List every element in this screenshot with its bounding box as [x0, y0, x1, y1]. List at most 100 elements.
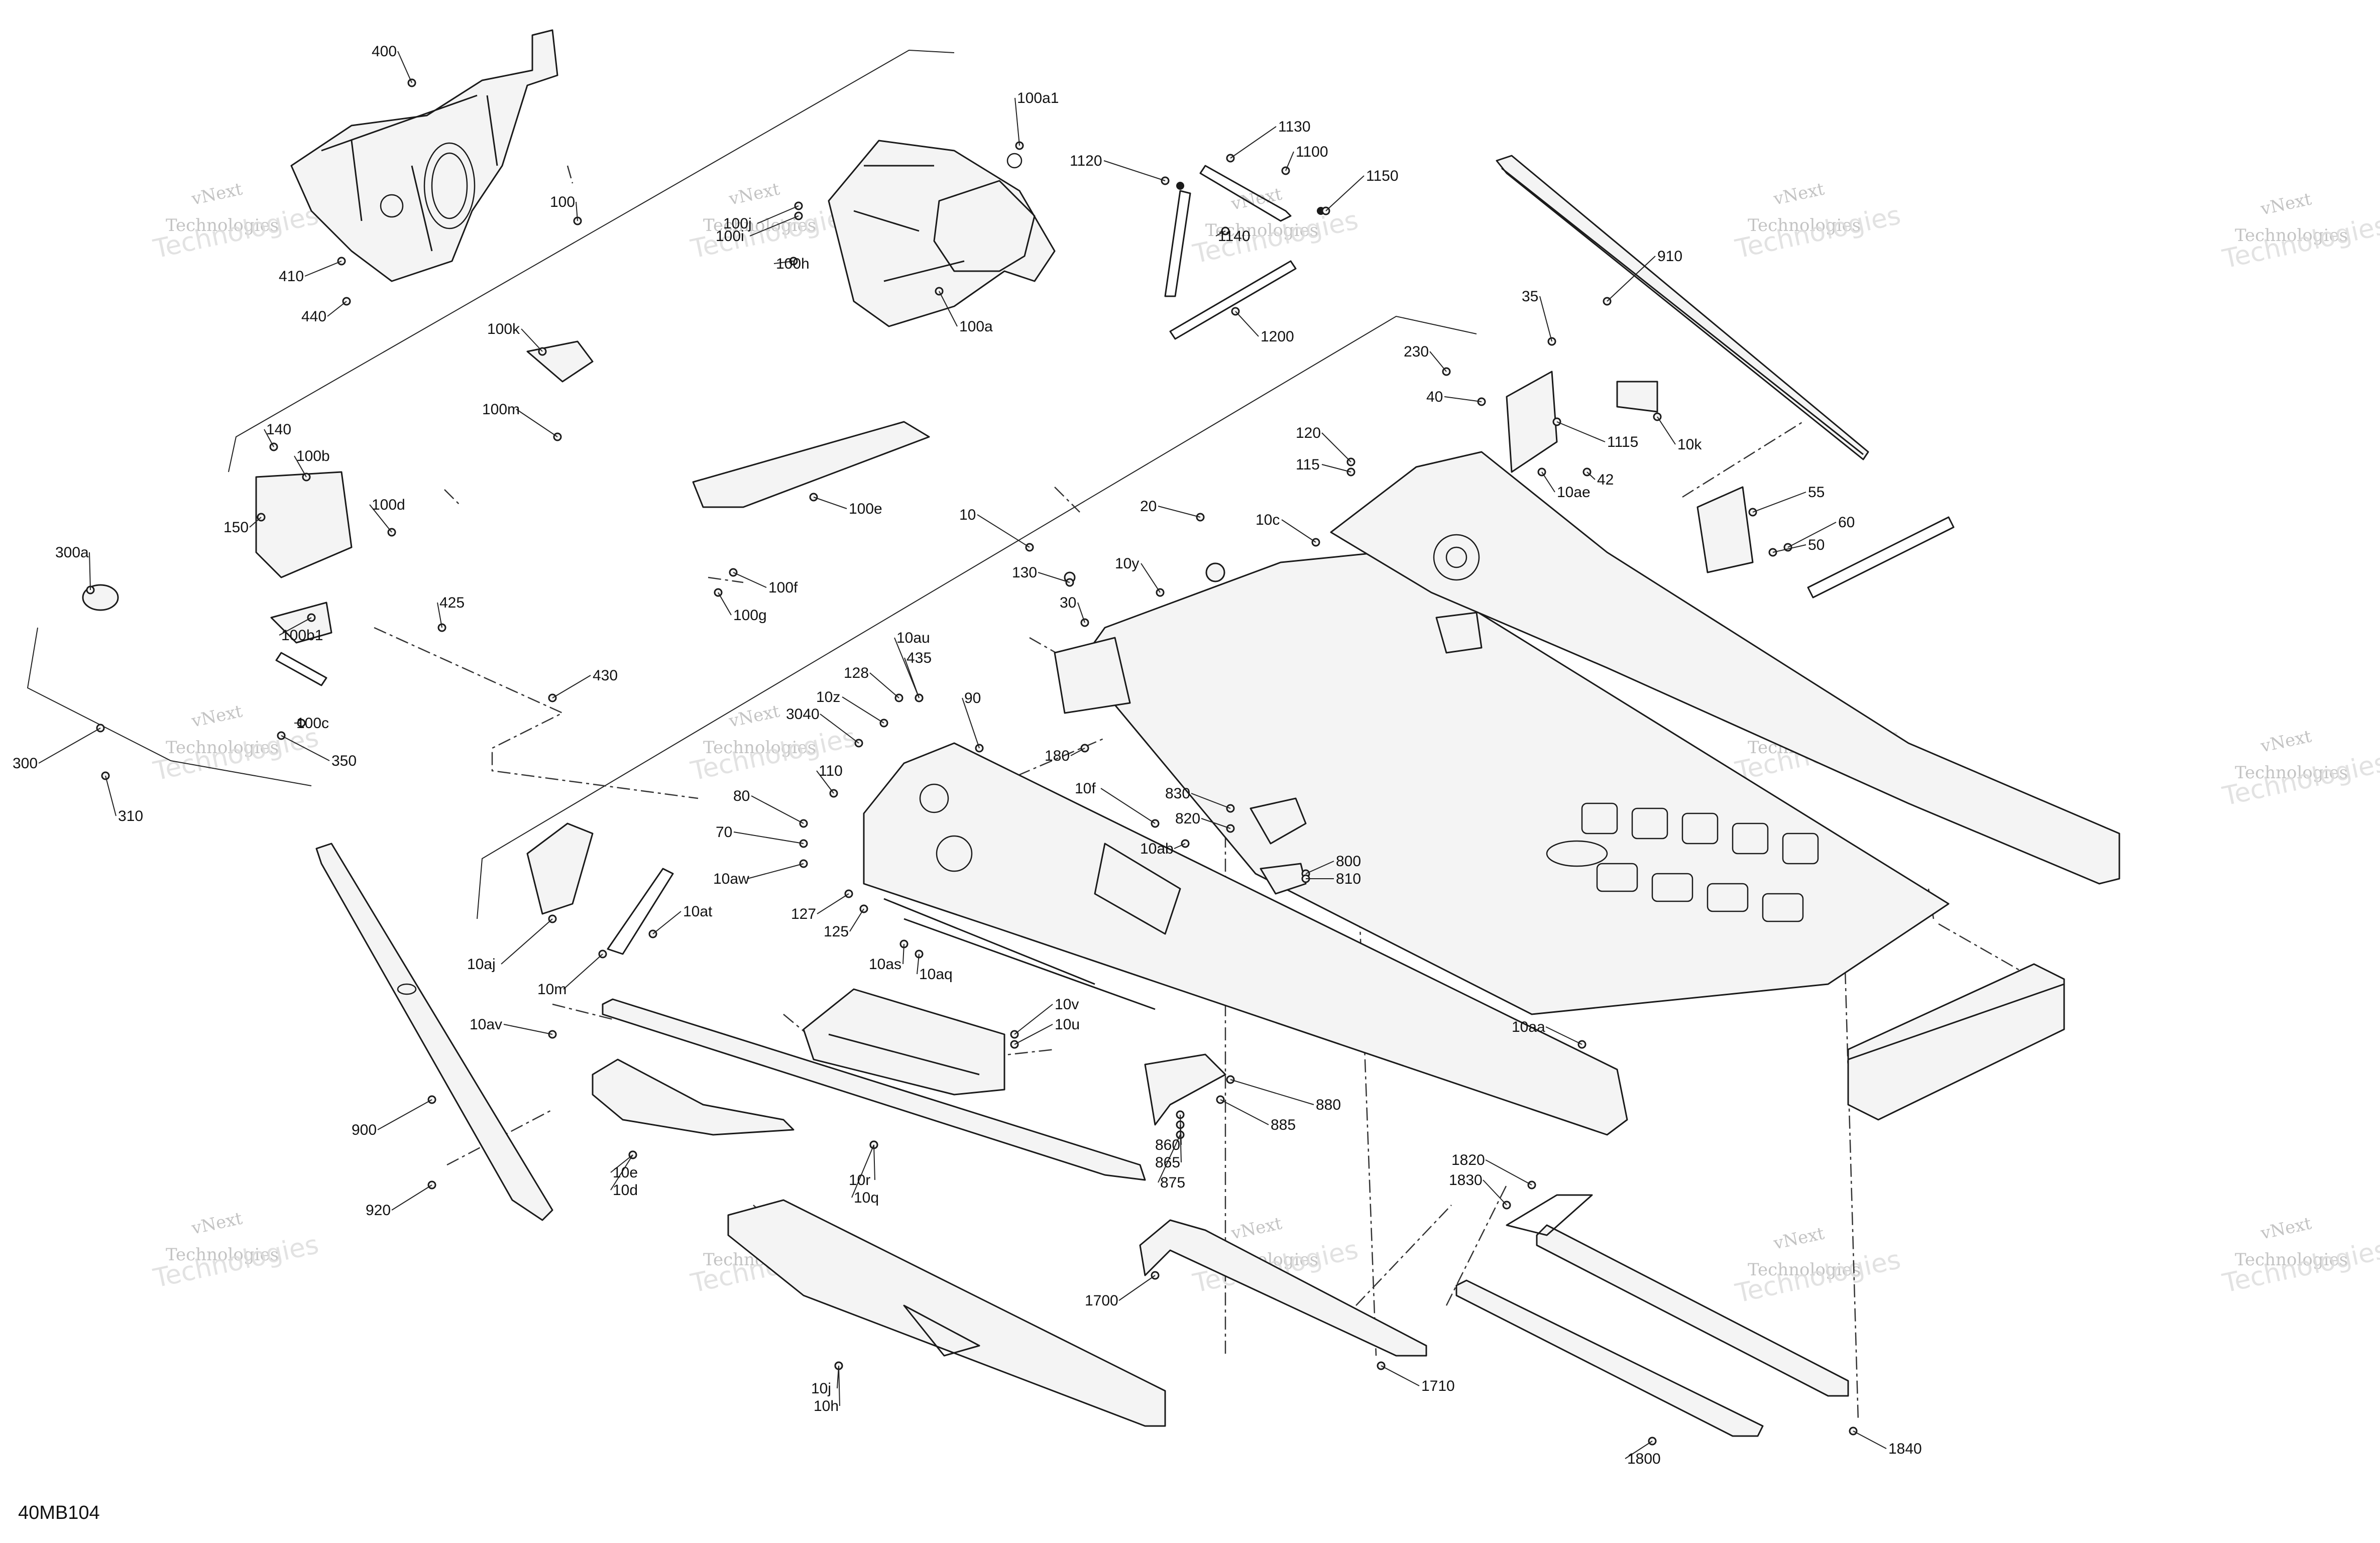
callout-10au: 10au	[896, 630, 930, 646]
callout-10e: 10e	[613, 1164, 638, 1181]
leader-1120	[1103, 160, 1166, 181]
leader-1130	[1230, 126, 1277, 159]
callout-10aw: 10aw	[713, 871, 749, 887]
part-10f-left-side	[863, 742, 1628, 1136]
callout-1820: 1820	[1451, 1152, 1485, 1168]
leader-10at	[652, 911, 682, 934]
leader-10z	[842, 696, 884, 724]
leader-10v	[1014, 1004, 1053, 1035]
leader-10e	[610, 1154, 633, 1173]
leader-10d	[610, 1154, 633, 1191]
part-820	[1250, 797, 1307, 845]
leader-400	[397, 51, 412, 83]
leader-100b	[294, 455, 307, 478]
callout-830: 830	[1165, 785, 1190, 802]
leader-10as	[902, 943, 904, 965]
leader-50	[1772, 544, 1806, 553]
watermark-line3: Technologies	[2220, 748, 2380, 812]
leader-150	[249, 517, 262, 528]
callout-10ab: 10ab	[1140, 841, 1174, 857]
leader-10f	[1100, 788, 1156, 824]
callout-1150: 1150	[1366, 168, 1399, 184]
leader-830	[1191, 793, 1231, 809]
leader-80	[751, 795, 804, 824]
part-10m	[607, 868, 674, 955]
leader-1115	[1556, 421, 1606, 442]
leader-10av	[503, 1024, 553, 1035]
leader-55	[1752, 492, 1806, 513]
leader-100m	[516, 409, 558, 437]
leader-lines	[38, 51, 1887, 1459]
callout-120: 120	[1296, 425, 1321, 441]
leader-425	[437, 602, 442, 628]
callout-875: 875	[1160, 1174, 1185, 1191]
callout-140: 140	[266, 421, 291, 438]
callout-100b: 100b	[296, 448, 330, 464]
leader-10aw	[747, 863, 804, 879]
part-10j-side-panel	[727, 1199, 1166, 1427]
leader-1100	[1285, 151, 1294, 171]
callout-10aj: 10aj	[467, 956, 496, 973]
callout-80: 80	[733, 788, 750, 804]
callout-10at: 10at	[683, 903, 713, 920]
part-100a-upper-frame	[828, 140, 1056, 327]
leader-10aq	[917, 954, 920, 975]
part-1700-rail	[1139, 1219, 1427, 1357]
leader-310	[105, 775, 117, 816]
leader-1710	[1381, 1365, 1420, 1386]
watermark-line3: Technologies	[151, 200, 321, 265]
leader-100j	[757, 205, 799, 224]
callout-900: 900	[352, 1122, 377, 1138]
callout-1130: 1130	[1278, 118, 1311, 135]
callout-300a: 300a	[55, 544, 89, 561]
leader-1700	[1118, 1275, 1156, 1301]
callout-100g: 100g	[733, 607, 767, 624]
callout-425: 425	[439, 595, 465, 611]
callout-10m: 10m	[537, 981, 566, 998]
watermark-line2: Technologies	[703, 738, 816, 758]
callout-100b1: 100b1	[281, 627, 323, 644]
callout-310: 310	[118, 808, 143, 824]
callout-10z: 10z	[816, 689, 840, 705]
callout-100i: 100i	[716, 228, 744, 245]
part-20-grommet	[1205, 562, 1225, 582]
leader-128	[869, 672, 899, 698]
leader-10ab	[1174, 843, 1186, 849]
watermark-line3: Technologies	[1733, 1245, 1903, 1309]
callout-1140: 1140	[1218, 228, 1251, 245]
leader-115	[1321, 464, 1351, 472]
callout-128: 128	[844, 665, 869, 681]
part-10aj	[526, 822, 594, 915]
callout-10aa: 10aa	[1512, 1019, 1545, 1035]
callout-10d: 10d	[613, 1182, 638, 1199]
leader-300a	[89, 552, 91, 590]
watermark-line1: vNext	[1229, 1213, 1284, 1244]
leader-100e	[813, 497, 847, 509]
leader-100b1	[279, 617, 312, 636]
leader-125	[849, 908, 864, 932]
callout-820: 820	[1175, 810, 1200, 827]
leader-10k	[1657, 416, 1676, 445]
leader-10r	[873, 1144, 875, 1180]
leader-42	[1586, 471, 1596, 480]
part-910-rail	[1496, 155, 1869, 460]
part-100b	[255, 471, 353, 578]
part-1820-rail	[1506, 1194, 1849, 1397]
watermark-line1: vNext	[2258, 726, 2313, 757]
watermark-line3: Technologies	[1190, 205, 1361, 270]
watermark-line1: vNext	[189, 1208, 244, 1239]
callout-70: 70	[716, 824, 732, 841]
callout-350: 350	[331, 753, 357, 769]
leader-880	[1230, 1079, 1314, 1105]
leader-410	[304, 261, 342, 277]
callout-20: 20	[1140, 498, 1157, 515]
diagram-code: 40MB104	[18, 1502, 100, 1523]
leader-900	[377, 1099, 432, 1130]
callout-1710: 1710	[1421, 1378, 1455, 1394]
callout-42: 42	[1597, 471, 1614, 488]
callout-110: 110	[819, 763, 843, 779]
watermark-line2: Technologies	[2235, 763, 2348, 783]
watermark-line1: vNext	[189, 179, 244, 209]
small-parts	[82, 340, 1955, 1126]
callout-1120: 1120	[1070, 153, 1102, 169]
